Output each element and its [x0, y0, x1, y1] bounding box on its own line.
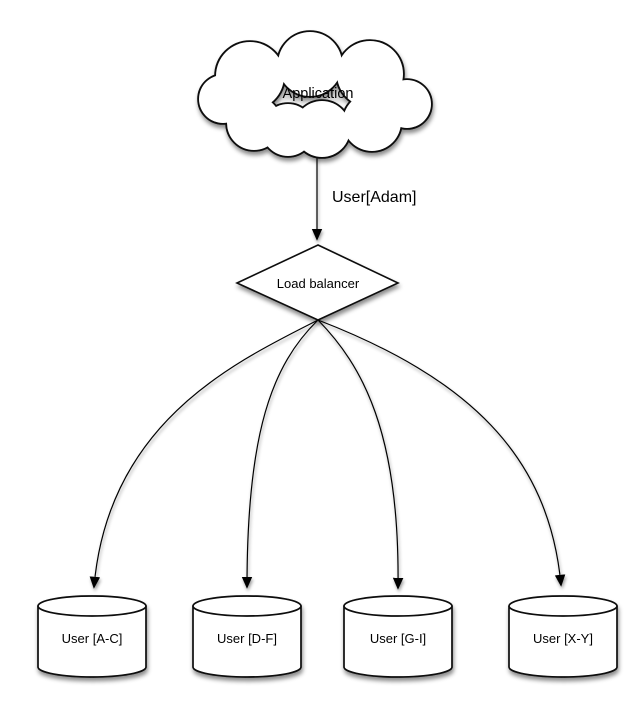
edge-loadbalancer-to-shard-1 [89, 319, 319, 589]
cylinder-top [37, 595, 147, 617]
shard-label-1: User [A-C] [62, 631, 123, 646]
edge-label-user-adam: User[Adam] [332, 189, 416, 206]
cylinder-body [343, 606, 453, 678]
cylinder-body [37, 606, 147, 678]
cylinder-top [508, 595, 618, 617]
cylinder-body [192, 606, 302, 678]
shard-cylinder-2: User [D-F] [192, 595, 302, 678]
cylinder-body [508, 606, 618, 678]
application-label: Application [283, 86, 354, 102]
load-balancer-label: Load balancer [277, 276, 360, 291]
cylinder-top [343, 595, 453, 617]
application-cloud-node: Application [197, 30, 433, 159]
shard-label-4: User [X-Y] [533, 631, 593, 646]
shard-label-3: User [G-I] [370, 631, 426, 646]
shard-group: User [A-C] User [D-F] User [G-I] User [X… [37, 595, 618, 678]
shard-label-2: User [D-F] [217, 631, 277, 646]
shard-cylinder-1: User [A-C] [37, 595, 147, 678]
edge-group [89, 155, 566, 590]
edge-loadbalancer-to-shard-2 [241, 319, 319, 589]
load-balancer-node: Load balancer [235, 244, 400, 321]
cylinder-top [192, 595, 302, 617]
cloud-fill [199, 32, 431, 157]
edge-loadbalancer-to-shard-4 [317, 319, 566, 587]
shard-cylinder-3: User [G-I] [343, 595, 453, 678]
load-balancer-diamond [235, 244, 400, 321]
shard-cylinder-4: User [X-Y] [508, 595, 618, 678]
edge-loadbalancer-to-shard-3 [317, 319, 404, 590]
